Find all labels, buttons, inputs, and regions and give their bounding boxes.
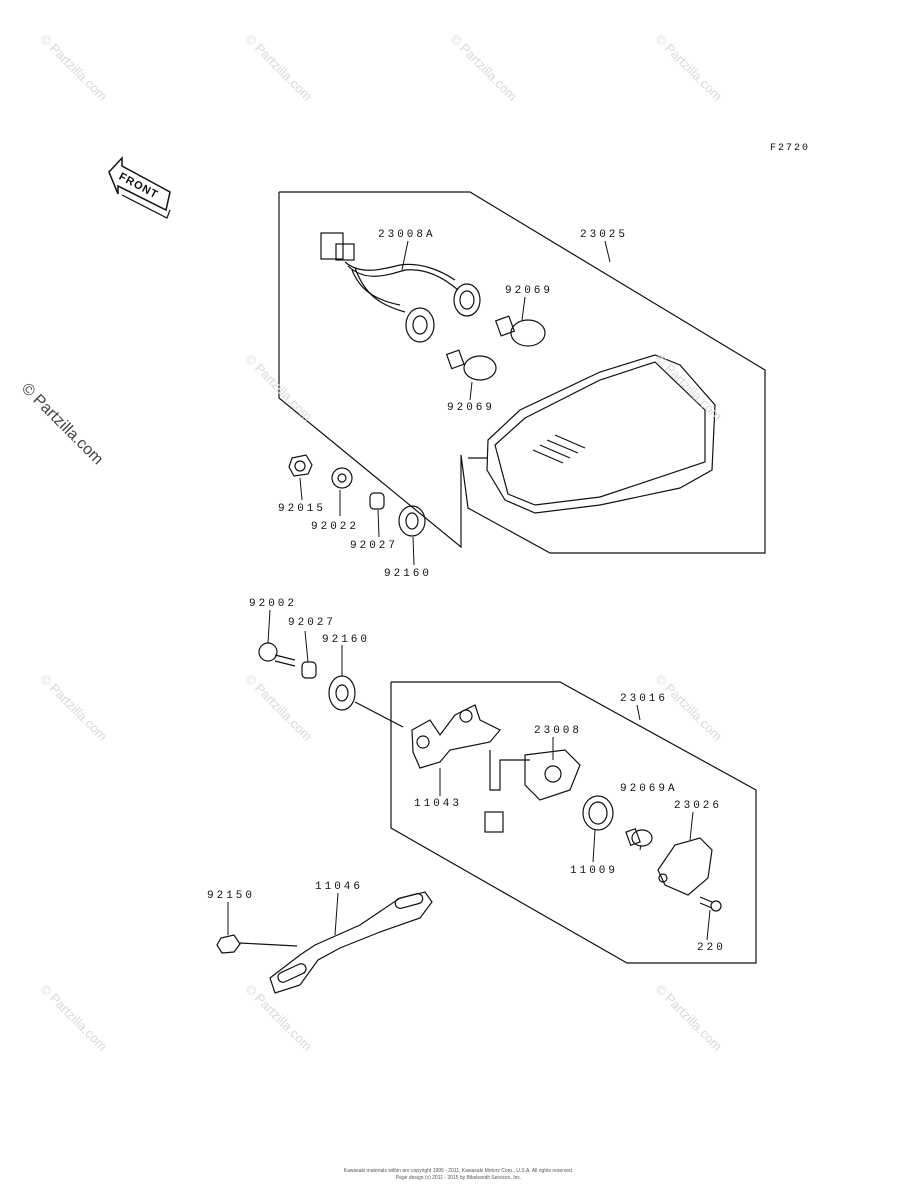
callout-23016[interactable]: 23016 [620, 693, 669, 705]
callout-23025[interactable]: 23025 [580, 229, 629, 241]
nut-92015 [288, 454, 313, 477]
seal-11009 [582, 795, 614, 831]
callout-11009[interactable]: 11009 [570, 865, 619, 877]
footer-design-credit: Page design (c) 2011 - 2015 by Bikebandi… [395, 1175, 522, 1181]
bulb-92069-bottom [445, 349, 497, 381]
callout-92027[interactable]: 92027 [288, 617, 337, 629]
bolt-92002 [258, 642, 296, 667]
socket-23008 [484, 749, 581, 833]
callout-11043[interactable]: 11043 [414, 798, 463, 810]
callout-92015[interactable]: 92015 [278, 503, 327, 515]
tail-light-lens [468, 354, 716, 514]
assembly-outline-23025 [278, 191, 766, 554]
callout-23026[interactable]: 23026 [674, 800, 723, 812]
callout-92027[interactable]: 92027 [350, 540, 399, 552]
bulb-92069A [625, 827, 653, 847]
assembly-outline-23016 [390, 681, 757, 964]
callout-220[interactable]: 220 [697, 942, 726, 954]
callout-11046[interactable]: 11046 [315, 881, 364, 893]
collar-92027-top [369, 492, 385, 510]
lens-23026 [657, 837, 713, 896]
callout-92002[interactable]: 92002 [249, 598, 298, 610]
callout-92150[interactable]: 92150 [207, 890, 256, 902]
figure-id: F2720 [770, 143, 811, 154]
callout-92069[interactable]: 92069 [505, 285, 554, 297]
footer-copyright: Kawasaki materials within are copyright … [343, 1168, 574, 1174]
washer-92022 [331, 467, 353, 489]
bracket-11046 [269, 891, 433, 994]
callout-92069[interactable]: 92069 [447, 402, 496, 414]
callout-23008A[interactable]: 23008A [378, 229, 436, 241]
screw-220 [699, 896, 722, 912]
grommet-92160-top [398, 505, 426, 537]
bracket-11043 [411, 704, 501, 769]
callout-92160[interactable]: 92160 [384, 568, 433, 580]
wiring-harness-23008A [320, 232, 481, 343]
collar-92027-mid [301, 661, 317, 679]
callout-92069A[interactable]: 92069A [620, 783, 678, 795]
callout-92022[interactable]: 92022 [311, 521, 360, 533]
bolt-92150 [216, 934, 298, 954]
front-arrow-icon [108, 156, 171, 219]
callout-23008[interactable]: 23008 [534, 725, 583, 737]
grommet-92160-mid [328, 675, 356, 711]
callout-92160[interactable]: 92160 [322, 634, 371, 646]
bulb-92069-top [494, 315, 546, 347]
